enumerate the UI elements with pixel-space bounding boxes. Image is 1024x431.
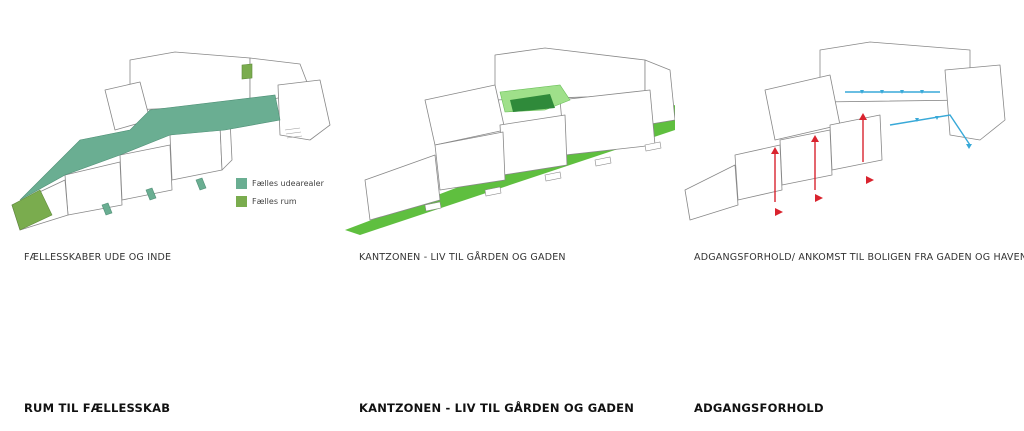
- shared-outdoor-entrance-3: [195, 177, 207, 191]
- building-front-right: [559, 89, 656, 156]
- diagram-access: [684, 41, 1006, 221]
- caption-edge-zone: KANTZONEN - LIV TIL GÅRDEN OG GADEN: [359, 252, 566, 263]
- panel-access: ADGANGSFORHOLD/ ANKOMST TIL BOLIGEN FRA …: [680, 0, 1024, 431]
- title-edge-zone: KANTZONEN - LIV TIL GÅRDEN OG GADEN: [359, 401, 635, 415]
- shared-outdoor-entrance-1: [101, 202, 113, 216]
- legend-label-shared-outdoor: Fælles udearealer: [252, 179, 325, 188]
- building-right-tower: [277, 79, 331, 141]
- building-front-corner: [364, 154, 441, 221]
- building-front-3: [829, 114, 883, 171]
- diagram-edge-zone: [345, 47, 675, 235]
- shared-outdoor-area: [19, 94, 281, 201]
- building-front-1: [734, 144, 783, 201]
- building-front-corner: [684, 164, 739, 221]
- building-right-tower: [944, 64, 1006, 141]
- shared-room-top: [241, 63, 253, 80]
- title-access: ADGANGSFORHOLD: [694, 401, 824, 415]
- panel-shared-spaces: Fælles udearealer Fælles rum FÆLLESSKABE…: [10, 0, 340, 431]
- caption-access: ADGANGSFORHOLD/ ANKOMST TIL BOLIGEN FRA …: [694, 252, 1024, 263]
- shared-outdoor-entrance-2: [145, 187, 157, 201]
- diagram-shared-spaces: Fælles udearealer Fælles rum: [11, 51, 331, 231]
- courtyard-dark: [510, 94, 555, 112]
- building-front-mid: [499, 114, 568, 176]
- street-access-arrow-1: [771, 147, 779, 154]
- building-front-2: [119, 144, 173, 201]
- title-shared-spaces: RUM TIL FÆLLESSKAB: [24, 401, 171, 415]
- street-access-arrow-3: [859, 113, 867, 120]
- legend-label-shared-room: Fælles rum: [252, 197, 297, 206]
- garden-access-path-right: [889, 114, 971, 146]
- building-front-2: [779, 129, 833, 186]
- shared-room-corner: [11, 189, 53, 231]
- legend-swatch-shared-outdoor: [236, 178, 247, 189]
- building-front-left: [434, 131, 506, 191]
- panel-edge-zone: KANTZONEN - LIV TIL GÅRDEN OG GADEN KANT…: [345, 0, 675, 431]
- street-access-arrow-2: [811, 135, 819, 142]
- legend-swatch-shared-room: [236, 196, 247, 207]
- caption-shared-spaces: FÆLLESSKABER UDE OG INDE: [24, 252, 172, 263]
